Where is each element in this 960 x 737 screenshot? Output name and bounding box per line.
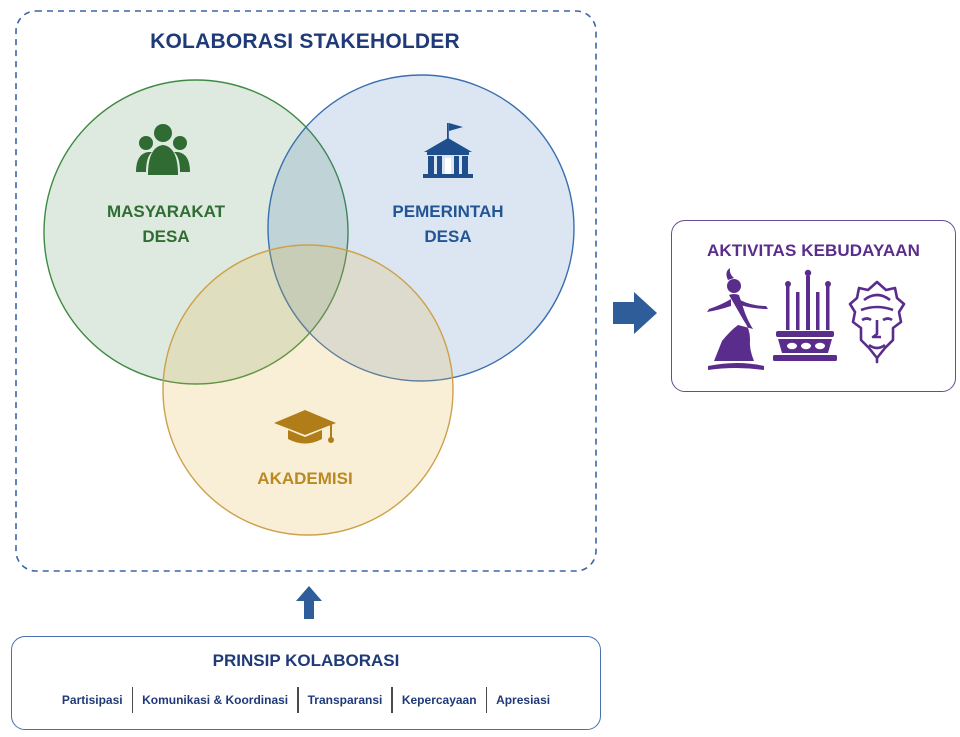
graduation-cap-icon (274, 410, 336, 444)
arrow-right-icon (613, 292, 657, 334)
divider (131, 687, 134, 713)
cultural-activities-panel: AKTIVITAS KEBUDAYAAN (671, 220, 956, 392)
people-group-icon (136, 124, 190, 175)
diagram-title: KOLABORASI STAKEHOLDER (150, 30, 460, 53)
principle-item: Kepercayaan (401, 693, 477, 707)
activities-title: AKTIVITAS KEBUDAYAAN (707, 241, 920, 260)
principles-list: Partisipasi Komunikasi & Koordinasi Tran… (12, 687, 600, 713)
label-pemerintah-line2: DESA (424, 227, 472, 246)
label-masyarakat-line2: DESA (142, 227, 190, 246)
divider (485, 687, 488, 713)
circle-akademisi (162, 244, 454, 536)
label-akademisi-line1: AKADEMISI (257, 469, 353, 488)
principles-title: PRINSIP KOLABORASI (212, 651, 400, 670)
label-pemerintah-line1: PEMERINTAH (392, 202, 504, 221)
label-masyarakat-desa: MASYARAKAT DESA (66, 199, 266, 249)
principle-item: Transparansi (307, 693, 383, 707)
principles-panel: PRINSIP KOLABORASI Partisipasi Komunikas… (11, 636, 601, 730)
arrow-up-icon (296, 586, 322, 619)
government-building-icon (423, 123, 473, 178)
principle-item: Apresiasi (496, 693, 551, 707)
principle-item: Partisipasi (61, 693, 123, 707)
divider (391, 687, 393, 713)
label-pemerintah-desa: PEMERINTAH DESA (348, 199, 548, 249)
divider (297, 687, 299, 713)
label-masyarakat-line1: MASYARAKAT (106, 202, 226, 221)
principle-item: Komunikasi & Koordinasi (142, 693, 289, 707)
label-akademisi: AKADEMISI (205, 466, 405, 491)
